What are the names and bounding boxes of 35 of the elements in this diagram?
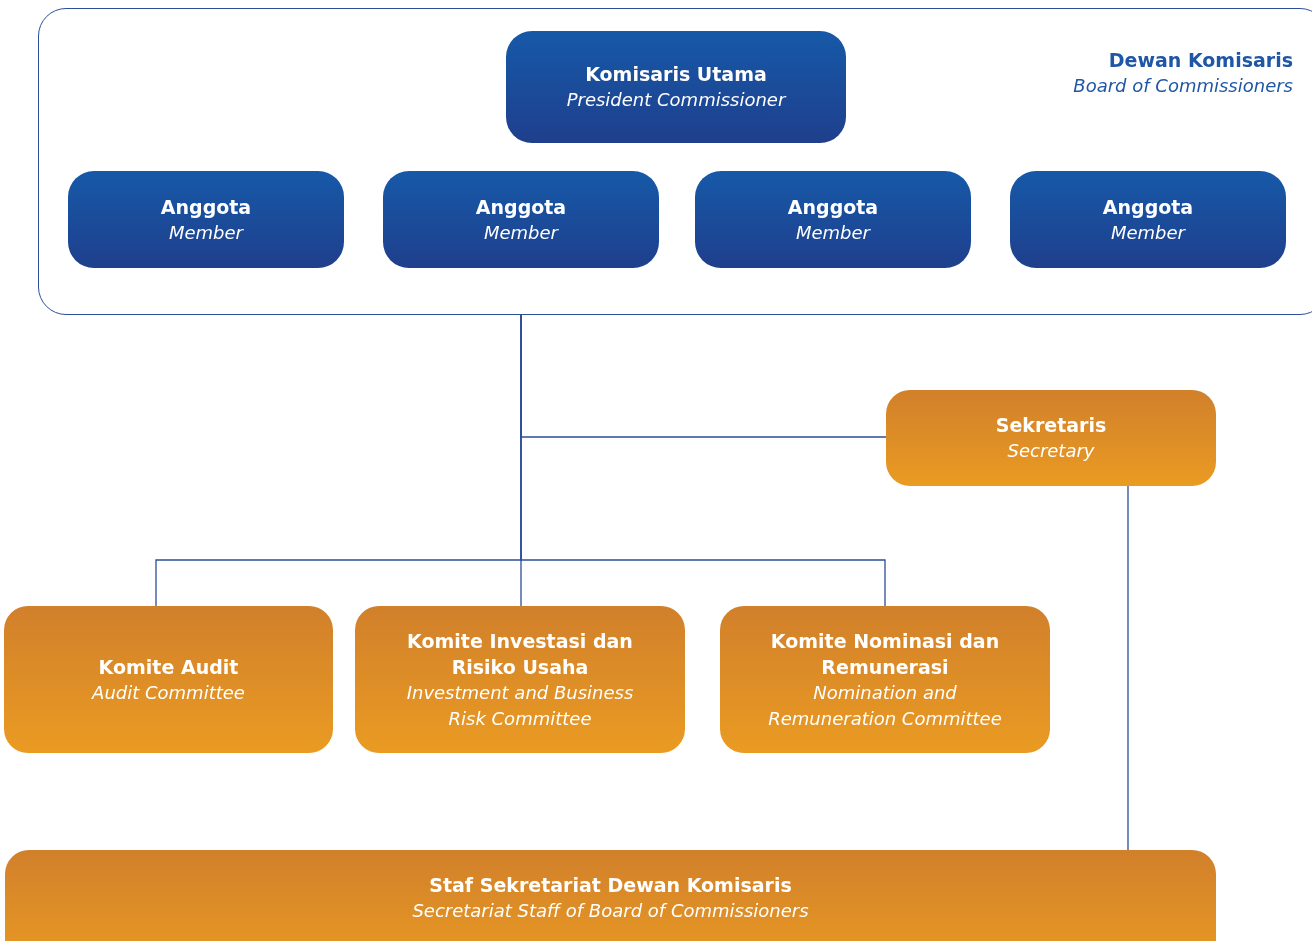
org-box (68, 171, 344, 268)
org-box (383, 171, 659, 268)
box-title: Dewan Komisaris (1107, 48, 1294, 73)
box-subtitle: Board of Commissioners (1072, 74, 1294, 98)
box-title: Komite Audit (97, 654, 240, 680)
org-box (720, 606, 1050, 753)
org-box (4, 606, 333, 753)
box-title: Anggota (159, 194, 253, 220)
box-title: Sekretaris (994, 413, 1108, 438)
box-title: Anggota (474, 194, 568, 220)
box-subtitle: Member (794, 220, 872, 245)
org-box (886, 390, 1216, 486)
org-box (506, 31, 846, 143)
connector-line (1127, 485, 1129, 851)
box-subtitle: Audit Committee (90, 680, 246, 705)
box-title: Komite Investasi dan Risiko Usaha (406, 628, 634, 680)
box-subtitle: Investment and Business Risk Committee (405, 680, 635, 731)
box-title: Anggota (1101, 194, 1195, 220)
box-subtitle: President Commissioner (565, 88, 788, 112)
box-title: Anggota (786, 194, 880, 220)
box-title: Staf Sekretariat Dewan Komisaris (428, 873, 793, 898)
box-subtitle: Member (167, 220, 245, 245)
box-subtitle: Secretariat Staff of Board of Commissioners (411, 899, 810, 923)
box-subtitle: Secretary (1006, 439, 1096, 463)
box-title: Komite Nominasi dan Remunerasi (769, 628, 1001, 680)
org-box (1010, 171, 1286, 268)
box-subtitle: Member (482, 220, 560, 245)
connector-line (520, 314, 886, 607)
org-box (695, 171, 971, 268)
box-title: Komisaris Utama (584, 62, 768, 87)
group-panel (38, 8, 1312, 315)
org-box (355, 606, 685, 753)
org-box (5, 850, 1216, 941)
box-subtitle: Member (1109, 220, 1187, 245)
box-subtitle: Nomination and Remuneration Committee (767, 680, 1003, 731)
